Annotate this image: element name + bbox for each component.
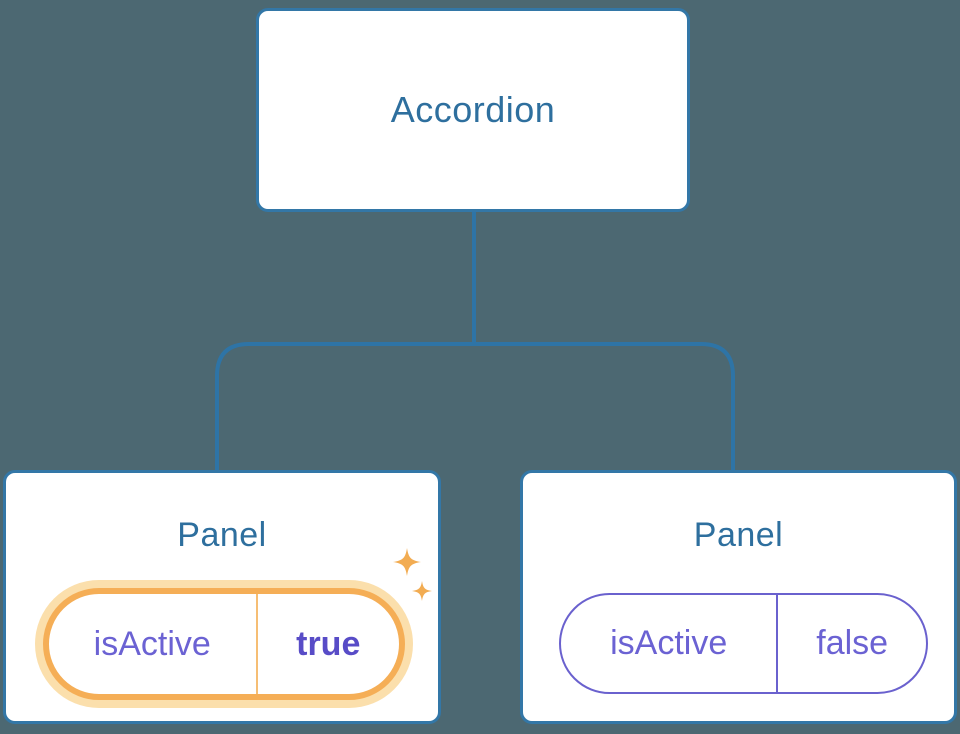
node-accordion: Accordion bbox=[256, 8, 690, 212]
sparkle-small bbox=[412, 581, 432, 601]
pill-divider bbox=[255, 594, 258, 694]
state-pill-inactive: isActive false bbox=[559, 593, 928, 694]
state-value-label: true bbox=[296, 624, 361, 663]
state-name-label: isActive bbox=[93, 624, 211, 663]
state-pill-active: isActive true bbox=[43, 588, 405, 700]
state-value-label: false bbox=[816, 624, 889, 662]
pill-divider bbox=[776, 595, 779, 692]
panel-active-title: Panel bbox=[177, 516, 267, 554]
node-panel-inactive: Panel isActive false bbox=[520, 470, 957, 724]
sparkle-icon bbox=[393, 548, 432, 601]
sparkle-large bbox=[393, 548, 421, 576]
node-accordion-label: Accordion bbox=[390, 89, 556, 130]
panel-inactive-title: Panel bbox=[693, 516, 784, 554]
connector-branch bbox=[215, 342, 735, 472]
state-name-label: isActive bbox=[610, 624, 728, 662]
node-panel-active: Panel isActive true bbox=[3, 470, 441, 724]
